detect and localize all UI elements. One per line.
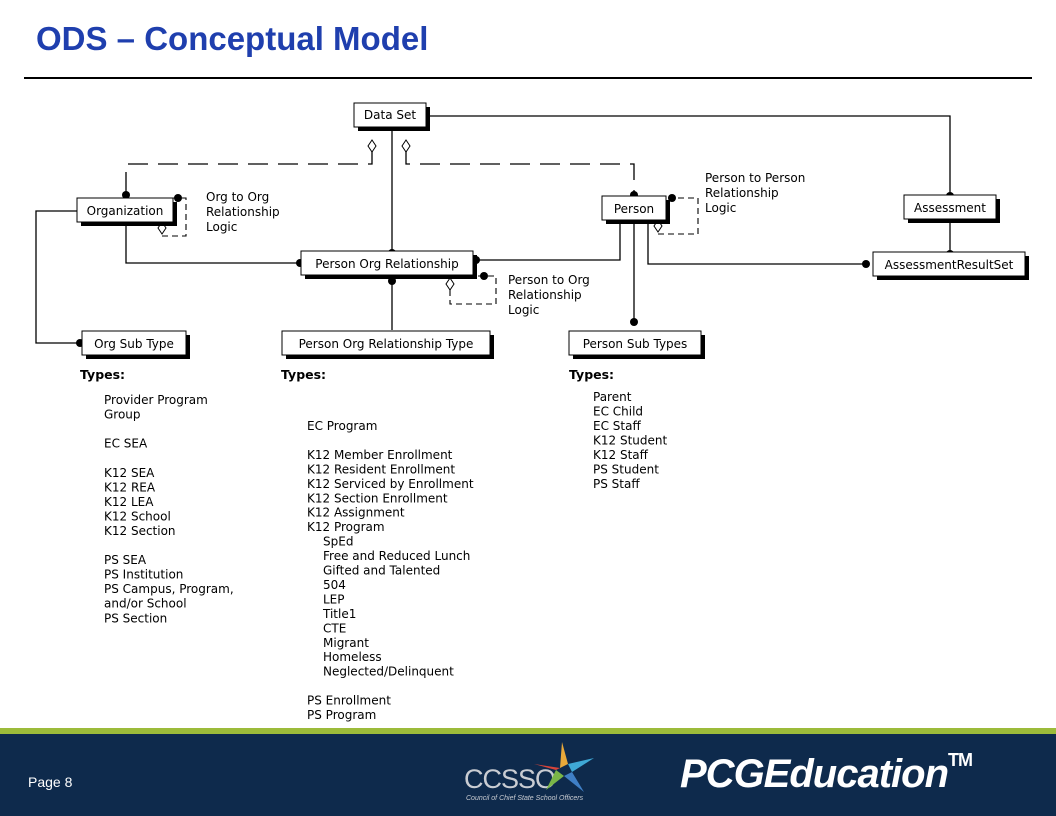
svg-text:Data Set: Data Set [364, 108, 416, 122]
type-list-item: K12 Member Enrollment [307, 448, 453, 462]
svg-text:Organization: Organization [87, 204, 164, 218]
entity-person-org-relationship: Person Org Relationship [300, 250, 477, 279]
connector-organization-personorg [125, 224, 300, 264]
type-list-item: Free and Reduced Lunch [323, 549, 470, 563]
type-list-item: EC Program [307, 419, 377, 433]
type-list-item: K12 Program [307, 520, 385, 534]
type-list-item: K12 SEA [104, 466, 155, 480]
type-list-item: PS Campus, Program, [104, 582, 234, 596]
entity-organization: Organization [76, 197, 177, 226]
page-title: ODS – Conceptual Model [36, 20, 429, 57]
type-list-item: PS Institution [104, 568, 183, 582]
svg-text:Relationship: Relationship [705, 186, 779, 200]
footer-bar: Page 8 CCSSO Council of Chief State Scho… [0, 734, 1056, 816]
svg-text:Org Sub Type: Org Sub Type [94, 337, 174, 351]
type-list-item: K12 Staff [593, 448, 649, 462]
type-list-item: Migrant [323, 636, 369, 650]
type-list-item: K12 School [104, 509, 171, 523]
type-list-item: Gifted and Talented [323, 564, 440, 578]
entity-org-sub-type: Org Sub Type [81, 330, 190, 359]
type-list-item: PS Program [307, 708, 376, 722]
ccsso-star-icon [534, 742, 594, 792]
svg-text:Org to Org: Org to Org [206, 190, 269, 204]
type-list-item: PS SEA [104, 553, 147, 567]
pcg-education-logo: PCGEducationTM [680, 750, 973, 797]
svg-text:Assessment: Assessment [914, 201, 986, 215]
org-sub-type-heading: Types: [80, 367, 125, 382]
pcg-logo-text: PCGEducation [680, 752, 949, 796]
entity-assessment: Assessment [903, 194, 1000, 223]
person-to-org-loop [449, 275, 497, 305]
type-list-item: PS Section [104, 611, 167, 625]
ccsso-logo-text: CCSSO [464, 764, 556, 794]
entity-person-sub-types: Person Sub Types [568, 330, 705, 359]
connector-dataset-organization [125, 148, 373, 194]
svg-text:Person to Person: Person to Person [705, 171, 805, 185]
type-list-item: PS Enrollment [307, 694, 391, 708]
type-list-item: K12 Resident Enrollment [307, 462, 455, 476]
type-list-item: K12 LEA [104, 495, 154, 509]
svg-text:Person Org Relationship Type: Person Org Relationship Type [299, 337, 474, 351]
trademark-symbol: TM [948, 750, 973, 770]
type-list-item: Neglected/Delinquent [323, 665, 454, 679]
entity-person: Person [601, 195, 670, 224]
type-list-item: K12 Assignment [307, 506, 405, 520]
svg-text:Person Sub Types: Person Sub Types [583, 337, 688, 351]
note-org-to-org: Org to Org Relationship Logic [206, 190, 280, 234]
svg-text:Logic: Logic [206, 220, 237, 234]
svg-text:Logic: Logic [705, 201, 736, 215]
ccsso-tagline: Council of Chief State School Officers [466, 795, 584, 802]
type-list-item: SpEd [323, 535, 353, 549]
type-list-item: 504 [323, 578, 346, 592]
type-list-item: and/or School [104, 597, 187, 611]
connector-person-personorg [476, 222, 621, 261]
svg-text:Person: Person [614, 202, 654, 216]
note-person-to-person: Person to Person Relationship Logic [705, 171, 805, 215]
type-list-item: EC SEA [104, 437, 148, 451]
type-list-item: EC Child [593, 405, 643, 419]
type-list-item: Provider Program [104, 393, 208, 407]
conceptual-model-diagram: Data Set Organization Person Org Relatio… [35, 102, 1029, 722]
type-list-item: Title1 [322, 607, 356, 621]
svg-text:Person to Org: Person to Org [508, 273, 590, 287]
ccsso-logo: CCSSO Council of Chief State School Offi… [460, 738, 610, 808]
svg-text:Relationship: Relationship [508, 288, 582, 302]
page-number: Page 8 [28, 774, 73, 790]
type-list-item: K12 Serviced by Enrollment [307, 477, 474, 491]
type-list-item: PS Student [593, 463, 659, 477]
entity-person-org-relationship-type: Person Org Relationship Type [281, 330, 494, 359]
type-list-item: PS Staff [593, 477, 640, 491]
type-list-item: EC Staff [593, 419, 641, 433]
type-list-item: K12 REA [104, 480, 156, 494]
svg-text:Relationship: Relationship [206, 205, 280, 219]
type-list-item: Homeless [323, 650, 382, 664]
type-list-item: Parent [593, 390, 632, 404]
entity-data-set: Data Set [353, 102, 430, 131]
svg-text:Logic: Logic [508, 303, 539, 317]
person-sub-types-heading: Types: [569, 367, 614, 382]
type-list-item: K12 Section Enrollment [307, 491, 448, 505]
type-list-item: K12 Student [593, 434, 667, 448]
connector-dataset-person [405, 148, 635, 194]
person-org-type-heading: Types: [281, 367, 326, 382]
footer-accent-band [0, 728, 1056, 734]
connector-organization-orgsubtype [35, 210, 80, 344]
entity-assessment-result-set: AssessmentResultSet [872, 251, 1029, 280]
connector-dataset-assessment [426, 115, 951, 196]
svg-text:Person Org Relationship: Person Org Relationship [315, 257, 458, 271]
type-list-item: CTE [323, 621, 346, 635]
type-list-item: LEP [323, 592, 345, 606]
note-person-to-org: Person to Org Relationship Logic [508, 273, 590, 317]
type-list-item: Group [104, 408, 141, 422]
svg-text:AssessmentResultSet: AssessmentResultSet [885, 258, 1014, 272]
title-divider [24, 77, 1032, 79]
type-list-item: K12 Section [104, 524, 176, 538]
connector-person-resultset [647, 222, 866, 265]
